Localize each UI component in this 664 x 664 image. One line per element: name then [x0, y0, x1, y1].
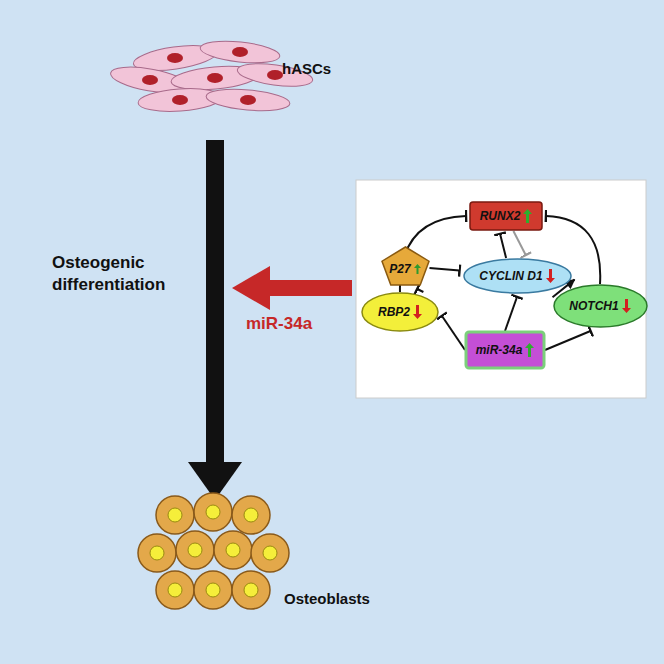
gene-ellipse: CYCLIN D1: [463, 258, 572, 294]
node-label: CYCLIN D1: [479, 269, 542, 283]
protein-pentagon: P27: [381, 246, 430, 286]
inhibition-line: [513, 231, 525, 255]
inhibition-line: [430, 268, 460, 271]
process-label: Osteogenic differentiation: [52, 252, 202, 296]
up-arrow-icon: [525, 343, 534, 357]
inhibition-line: [417, 289, 423, 292]
down-arrow-icon: [546, 269, 555, 283]
osteoblast-cells: [138, 493, 289, 609]
inhibition-line: [442, 316, 465, 350]
gene-ellipse: NOTCH1: [553, 284, 648, 328]
gene-ellipse: RBP2: [361, 292, 439, 332]
mirna-box: miR-34a: [465, 331, 545, 369]
inhibition-line: [505, 297, 517, 331]
mirna-label: miR-34a: [246, 314, 312, 334]
down-arrow-icon: [413, 305, 422, 319]
inhibition-line: [545, 331, 591, 350]
gene-box: RUNX2: [469, 201, 543, 231]
inset-panel: [356, 180, 646, 398]
down-arrow-icon: [622, 299, 631, 313]
node-label: P27: [389, 262, 410, 276]
node-label: RBP2: [378, 305, 410, 319]
node-label: RUNX2: [480, 209, 521, 223]
inhibition-line: [500, 234, 506, 258]
up-arrow-icon: [414, 264, 421, 274]
cell-label: hASCs: [282, 60, 331, 77]
mir-arrow: [232, 266, 352, 310]
node-label: miR-34a: [476, 343, 523, 357]
cell-label: Osteoblasts: [284, 590, 370, 607]
differentiation-arrow: [188, 140, 242, 500]
up-arrow-icon: [523, 209, 532, 223]
node-label: NOTCH1: [569, 299, 618, 313]
